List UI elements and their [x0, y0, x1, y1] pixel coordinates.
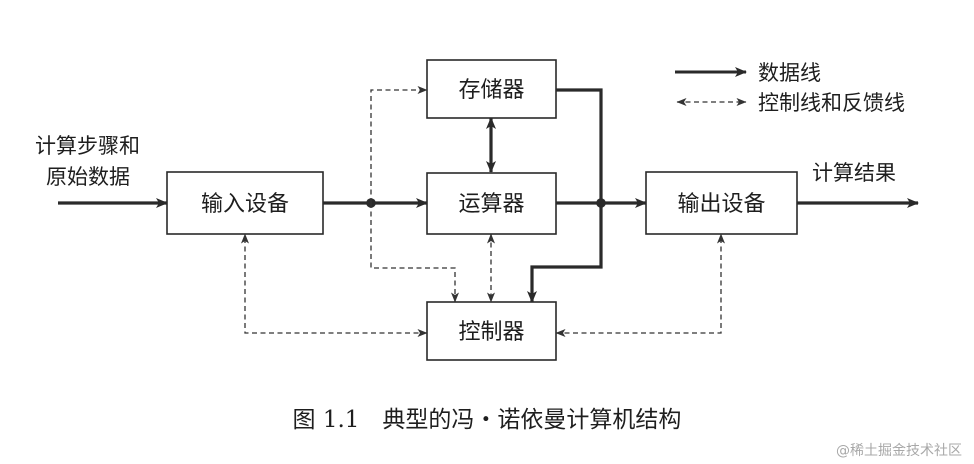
figure-caption: 图 1.1 典型的冯・诺依曼计算机结构 — [293, 407, 682, 433]
output-label: 计算结果 — [812, 161, 896, 185]
box-memory: 存储器 — [426, 59, 557, 119]
box-alu-label: 运算器 — [458, 192, 524, 217]
box-controller-label: 控制器 — [458, 320, 524, 345]
box-input-device: 输入设备 — [166, 171, 324, 235]
control-line-controller-input — [241, 233, 428, 337]
junction-dot-output — [596, 198, 606, 208]
legend: 数据线 控制线和反馈线 — [675, 61, 905, 115]
control-line-controller-output — [555, 233, 725, 337]
box-input-device-label: 输入设备 — [201, 192, 289, 217]
box-controller: 控制器 — [426, 301, 557, 361]
data-line-memory-to-junction — [556, 88, 603, 203]
legend-data-line-label: 数据线 — [758, 61, 821, 85]
box-alu: 运算器 — [426, 172, 557, 235]
data-lines — [58, 88, 919, 303]
box-memory-label: 存储器 — [458, 78, 524, 103]
control-line-to-memory — [370, 86, 428, 203]
watermark: @稀土掘金技术社区 — [836, 443, 962, 459]
control-lines — [241, 86, 725, 337]
box-output-device: 输出设备 — [645, 171, 798, 235]
legend-control-line-label: 控制线和反馈线 — [758, 91, 905, 115]
input-label-line2: 原始数据 — [46, 165, 130, 189]
input-label-line1: 计算步骤和 — [35, 134, 140, 158]
box-output-device-label: 输出设备 — [677, 192, 765, 217]
